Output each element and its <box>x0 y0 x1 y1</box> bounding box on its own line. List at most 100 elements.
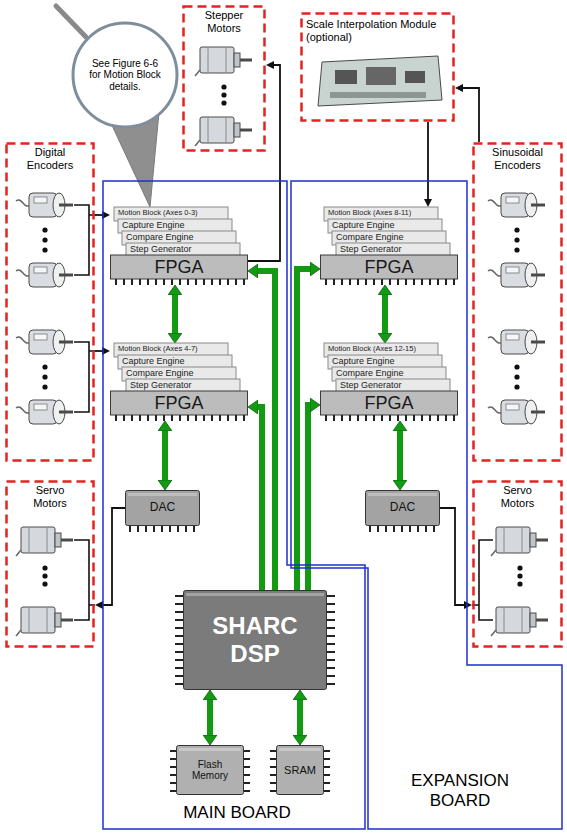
encoder-icon <box>488 400 545 424</box>
chip-pin <box>175 611 183 613</box>
chip-pin <box>437 415 439 421</box>
ellipsis-dot <box>42 384 47 389</box>
ellipsis-dot <box>221 100 226 105</box>
board-chip-icon <box>335 70 357 84</box>
chip-pin <box>175 627 183 629</box>
device-group-box: Stepper Motors <box>182 5 266 152</box>
node-label: DAC <box>125 501 200 515</box>
node-label: FPGA <box>110 393 248 414</box>
ellipsis-dot <box>42 237 47 242</box>
chip-pin <box>187 279 189 285</box>
chip-pin <box>170 774 176 776</box>
chip-pin <box>179 415 181 421</box>
chip-pin <box>129 526 131 532</box>
signal-arrow <box>95 350 102 352</box>
node-label: Compare Engine <box>336 368 442 378</box>
device-group-box: Sinusoidal Encoders <box>472 142 563 462</box>
board-connector-icon <box>330 92 426 98</box>
ellipsis-dot <box>42 581 47 586</box>
dac-chip: DAC <box>365 490 440 532</box>
chip-pin <box>195 279 197 285</box>
chip-pin <box>397 279 399 285</box>
node-label: Capture Engine <box>332 356 438 366</box>
wire-bracket <box>74 540 95 620</box>
node-label: SRAM <box>276 764 324 777</box>
chip-pin <box>405 279 407 285</box>
chip-pin <box>171 415 173 421</box>
chip-pin <box>235 415 237 421</box>
chip-pin <box>270 766 276 768</box>
chip-pin <box>131 279 133 285</box>
servo-motor-icon <box>491 527 548 556</box>
chip-pin <box>429 415 431 421</box>
chip-pin <box>327 683 335 685</box>
stepper-motor-icon <box>195 47 252 76</box>
chip-body <box>321 391 458 415</box>
chip-pin <box>365 415 367 421</box>
dashed-border <box>474 144 562 461</box>
node-label: Motion Block (Axes 12-15) <box>328 345 434 354</box>
chip-pin <box>170 782 176 784</box>
chip-pin <box>413 279 415 285</box>
chip-highlight <box>186 593 324 596</box>
chip-pin <box>324 766 330 768</box>
chip-pin <box>170 790 176 792</box>
device-group-box: Servo Motors <box>472 480 563 648</box>
chip-pin <box>244 790 250 792</box>
board-chip-icon <box>405 71 425 83</box>
chip-pin <box>147 279 149 285</box>
chip-pin <box>421 279 423 285</box>
board-chip-icon <box>366 67 396 85</box>
chip-pin <box>389 415 391 421</box>
chip-body <box>177 746 244 795</box>
bus-arrow <box>162 431 168 480</box>
dashed-border <box>302 14 454 121</box>
bus-arrow <box>297 269 310 590</box>
chip-pin <box>327 627 335 629</box>
chip-pin <box>349 279 351 285</box>
chip-pin <box>333 279 335 285</box>
node-label: Servo Motors <box>20 484 80 509</box>
dsp-chip: SHARC DSP <box>175 590 335 690</box>
signal-arrow <box>440 508 464 605</box>
chip-pin <box>270 782 276 784</box>
chip-pin <box>175 667 183 669</box>
stepper-motor-icon <box>195 117 252 146</box>
chip-pin <box>170 758 176 760</box>
bus-arrow <box>297 700 303 735</box>
device-group-box: Digital Encoders <box>5 142 95 462</box>
chip-pin <box>175 603 183 605</box>
bus-arrow <box>397 431 403 480</box>
ellipsis-dot <box>517 565 522 570</box>
node-label: Step Generator <box>130 244 236 254</box>
node-label: FPGA <box>320 393 458 414</box>
chip-pin <box>381 415 383 421</box>
node-label: See Figure 6-6 for Motion Block details. <box>85 58 165 93</box>
bus-arrow <box>258 407 262 590</box>
ellipsis-dot <box>514 237 519 242</box>
chip-pin <box>163 415 165 421</box>
chip-body <box>111 391 248 415</box>
board-outline <box>291 181 562 829</box>
node-label: Sinusoidal Encoders <box>482 146 553 171</box>
chip-pin <box>169 526 171 532</box>
chip-pin <box>170 766 176 768</box>
ellipsis-dot <box>514 227 519 232</box>
ellipsis-dot <box>514 374 519 379</box>
device-group-box: Servo Motors <box>5 480 95 648</box>
fpga-chip: Motion Block (Axes 8-11)Capture EngineCo… <box>320 207 458 285</box>
chip-highlight <box>128 493 197 496</box>
chip-pin <box>175 683 183 685</box>
node-label: Step Generator <box>340 244 446 254</box>
chip-pin <box>203 279 205 285</box>
chip-pin <box>325 415 327 421</box>
chip-pin <box>341 415 343 421</box>
chip-pin <box>437 279 439 285</box>
chip-pin <box>327 643 335 645</box>
node-label: DAC <box>365 501 440 515</box>
chip-pin <box>373 279 375 285</box>
chip-pin <box>365 279 367 285</box>
chip-pin <box>219 415 221 421</box>
chip-pin <box>139 415 141 421</box>
